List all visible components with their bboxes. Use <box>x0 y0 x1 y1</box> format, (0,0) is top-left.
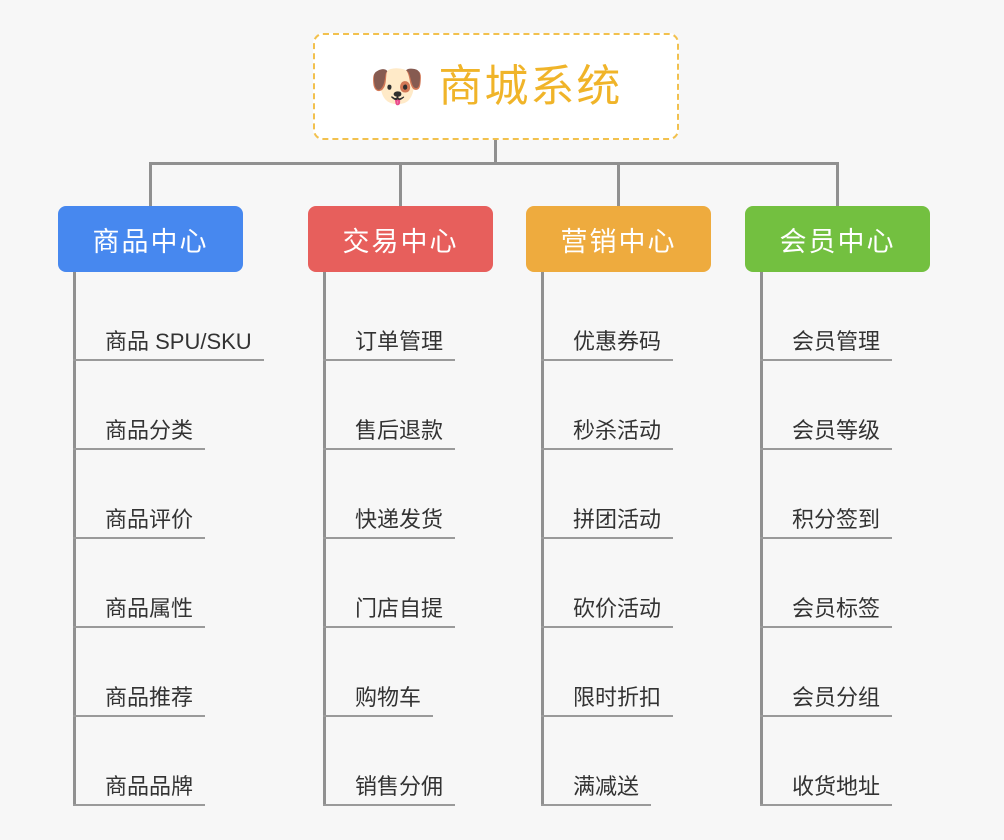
leaf-item[interactable]: 会员标签 <box>760 539 1000 628</box>
leaf-underline <box>760 448 892 450</box>
leaf-underline <box>73 715 205 717</box>
leaf-label: 砍价活动 <box>573 595 662 621</box>
leaf-underline <box>760 359 892 361</box>
category-box-4[interactable]: 会员中心 <box>745 206 930 272</box>
leaf-underline <box>760 804 892 806</box>
leaf-underline <box>541 804 651 806</box>
leaf-label: 商品 SPU/SKU <box>105 328 252 354</box>
leaf-item[interactable]: 满减送 <box>541 717 781 806</box>
leaf-item[interactable]: 会员管理 <box>760 272 1000 361</box>
leaf-label: 秒杀活动 <box>573 417 662 443</box>
leaf-item[interactable]: 购物车 <box>323 628 563 717</box>
leaf-spine-4 <box>760 272 763 806</box>
leaf-underline <box>541 626 673 628</box>
leaf-label: 会员标签 <box>792 595 881 621</box>
leaf-label: 限时折扣 <box>573 684 662 710</box>
leaf-underline <box>323 715 433 717</box>
category-label-4: 会员中心 <box>779 226 896 257</box>
leaf-underline <box>760 715 892 717</box>
leaf-label: 优惠券码 <box>573 328 662 354</box>
leaf-item[interactable]: 限时折扣 <box>541 628 781 717</box>
leaf-item[interactable]: 订单管理 <box>323 272 563 361</box>
leaf-column-4: 会员管理 会员等级 积分签到 会员标签 会员分组 收货地址 <box>760 272 1000 806</box>
connector-branch-2 <box>399 162 402 207</box>
leaf-underline <box>541 359 673 361</box>
leaf-label: 商品属性 <box>105 595 194 621</box>
leaf-column-2: 订单管理 售后退款 快递发货 门店自提 购物车 销售分佣 <box>323 272 563 806</box>
leaf-label: 商品分类 <box>105 417 194 443</box>
leaf-label: 快递发货 <box>355 506 444 532</box>
leaf-label: 商品推荐 <box>105 684 194 710</box>
category-label-1: 商品中心 <box>92 226 209 257</box>
leaf-underline <box>323 804 455 806</box>
leaf-item[interactable]: 会员分组 <box>760 628 1000 717</box>
category-box-3[interactable]: 营销中心 <box>526 206 711 272</box>
leaf-item[interactable]: 收货地址 <box>760 717 1000 806</box>
root-node-mall-system[interactable]: 🐶 商城系统 <box>313 33 679 140</box>
leaf-label: 积分签到 <box>792 506 881 532</box>
leaf-item[interactable]: 商品评价 <box>73 450 313 539</box>
leaf-item[interactable]: 积分签到 <box>760 450 1000 539</box>
leaf-item[interactable]: 商品品牌 <box>73 717 313 806</box>
leaf-item[interactable]: 商品 SPU/SKU <box>73 272 313 361</box>
leaf-underline <box>541 537 673 539</box>
connector-root-stem <box>494 140 497 164</box>
category-label-3: 营销中心 <box>560 226 677 257</box>
category-label-2: 交易中心 <box>342 226 459 257</box>
leaf-label: 销售分佣 <box>355 773 444 799</box>
leaf-underline <box>323 626 455 628</box>
connector-horizontal-bus <box>149 162 839 165</box>
leaf-label: 会员等级 <box>792 417 881 443</box>
leaf-item[interactable]: 会员等级 <box>760 361 1000 450</box>
leaf-column-1: 商品 SPU/SKU 商品分类 商品评价 商品属性 商品推荐 商品品牌 <box>73 272 313 806</box>
leaf-item[interactable]: 售后退款 <box>323 361 563 450</box>
leaf-label: 商品品牌 <box>105 773 194 799</box>
leaf-underline <box>73 537 205 539</box>
leaf-label: 收货地址 <box>792 773 881 799</box>
leaf-underline <box>760 626 892 628</box>
category-box-2[interactable]: 交易中心 <box>308 206 493 272</box>
root-node-title: 商城系统 <box>438 61 623 111</box>
leaf-underline <box>73 448 205 450</box>
leaf-underline <box>323 448 455 450</box>
leaf-item[interactable]: 商品推荐 <box>73 628 313 717</box>
category-box-1[interactable]: 商品中心 <box>58 206 243 272</box>
leaf-underline <box>323 359 455 361</box>
leaf-underline <box>73 626 205 628</box>
leaf-item[interactable]: 秒杀活动 <box>541 361 781 450</box>
leaf-column-3: 优惠券码 秒杀活动 拼团活动 砍价活动 限时折扣 满减送 <box>541 272 781 806</box>
leaf-underline <box>73 359 264 361</box>
leaf-label: 商品评价 <box>105 506 194 532</box>
leaf-underline <box>541 448 673 450</box>
leaf-item[interactable]: 商品属性 <box>73 539 313 628</box>
leaf-label: 售后退款 <box>355 417 444 443</box>
leaf-underline <box>323 537 455 539</box>
leaf-item[interactable]: 销售分佣 <box>323 717 563 806</box>
leaf-underline <box>73 804 205 806</box>
leaf-underline <box>541 715 673 717</box>
leaf-item[interactable]: 快递发货 <box>323 450 563 539</box>
connector-branch-4 <box>836 162 839 207</box>
leaf-spine-3 <box>541 272 544 806</box>
leaf-label: 拼团活动 <box>573 506 662 532</box>
leaf-item[interactable]: 优惠券码 <box>541 272 781 361</box>
leaf-label: 门店自提 <box>355 595 444 621</box>
leaf-item[interactable]: 门店自提 <box>323 539 563 628</box>
leaf-spine-1 <box>73 272 76 806</box>
leaf-item[interactable]: 商品分类 <box>73 361 313 450</box>
leaf-item[interactable]: 砍价活动 <box>541 539 781 628</box>
leaf-underline <box>760 537 892 539</box>
leaf-label: 会员分组 <box>792 684 881 710</box>
connector-branch-3 <box>617 162 620 207</box>
leaf-label: 购物车 <box>355 684 422 710</box>
leaf-label: 满减送 <box>573 773 640 799</box>
connector-branch-1 <box>149 162 152 207</box>
shiba-dog-face-icon: 🐶 <box>369 61 425 111</box>
leaf-label: 会员管理 <box>792 328 881 354</box>
leaf-item[interactable]: 拼团活动 <box>541 450 781 539</box>
leaf-label: 订单管理 <box>355 328 444 354</box>
leaf-spine-2 <box>323 272 326 806</box>
